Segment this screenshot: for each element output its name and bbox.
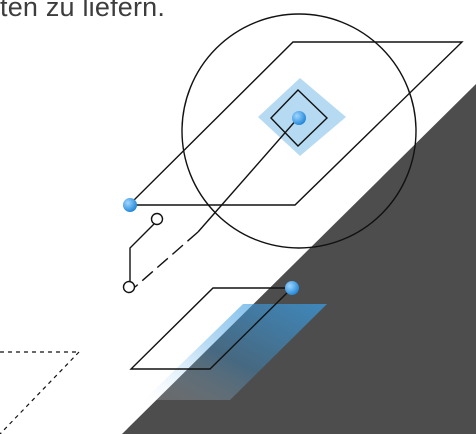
layer-plane-icon bbox=[144, 304, 327, 400]
circuit-node-icon bbox=[122, 280, 136, 294]
caption-text: ten zu liefern. bbox=[0, 0, 166, 22]
chip-square-icon bbox=[270, 89, 329, 147]
circuit-node-icon bbox=[150, 212, 164, 226]
chip-to-node-line bbox=[197, 117, 299, 233]
magnifier-circle-icon bbox=[181, 13, 417, 249]
circuit-path bbox=[129, 221, 157, 281]
chip-to-node-dashed-line bbox=[134, 231, 199, 288]
plane-corner-dot bbox=[123, 198, 137, 212]
lower-plane-dot bbox=[285, 281, 299, 295]
dashed-diagonal-line bbox=[0, 351, 80, 434]
chip-center-dot bbox=[292, 111, 306, 125]
lower-layer-plane bbox=[129, 287, 294, 370]
